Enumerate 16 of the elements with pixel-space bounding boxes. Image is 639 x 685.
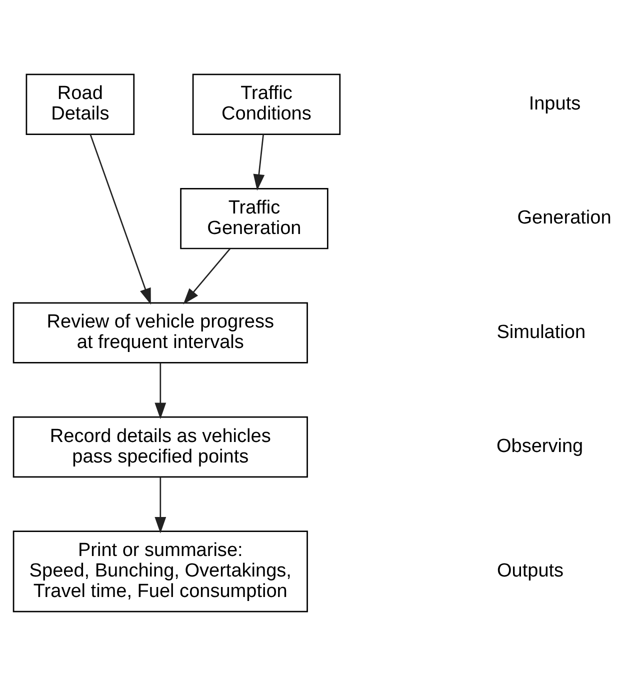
label: Generation — [517, 207, 612, 228]
node-box: Print or summarise: Speed, Bunching, Overtakings, Travel time, Fuel consumption — [12, 530, 308, 612]
label: Outputs — [496, 560, 564, 581]
node-box: Traffic Conditions — [192, 73, 341, 134]
arrow — [183, 248, 231, 304]
label: Simulation — [496, 321, 586, 342]
arrow — [154, 362, 166, 419]
label: Inputs — [528, 92, 581, 114]
arrow — [154, 476, 166, 533]
arrow — [253, 134, 265, 190]
label: Observing — [496, 436, 584, 457]
arrow — [90, 134, 151, 304]
node-box: Traffic Generation — [180, 187, 328, 249]
node-box: Record details as vehicles pass specified points — [12, 416, 308, 478]
node-box: Road Details — [26, 73, 135, 134]
node-box: Review of vehicle progress at frequent intervals — [12, 302, 308, 363]
